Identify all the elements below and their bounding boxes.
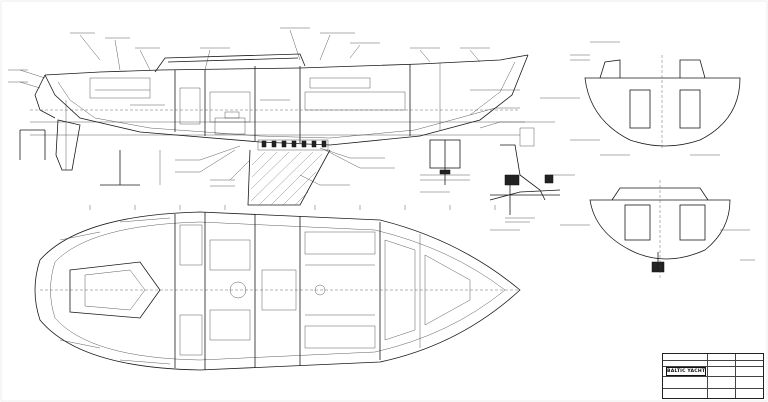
cross-section-lower <box>560 180 755 280</box>
hull-profile-elevation <box>8 27 555 206</box>
title-block: BALTIC YACHTS ​ <box>662 353 764 399</box>
station-ticks <box>89 205 496 210</box>
keel-hatching <box>250 151 323 206</box>
detail-sections <box>420 127 575 231</box>
hull-plan-view <box>34 211 521 371</box>
company-name: BALTIC YACHTS <box>666 367 706 376</box>
cross-section-upper <box>540 41 741 156</box>
